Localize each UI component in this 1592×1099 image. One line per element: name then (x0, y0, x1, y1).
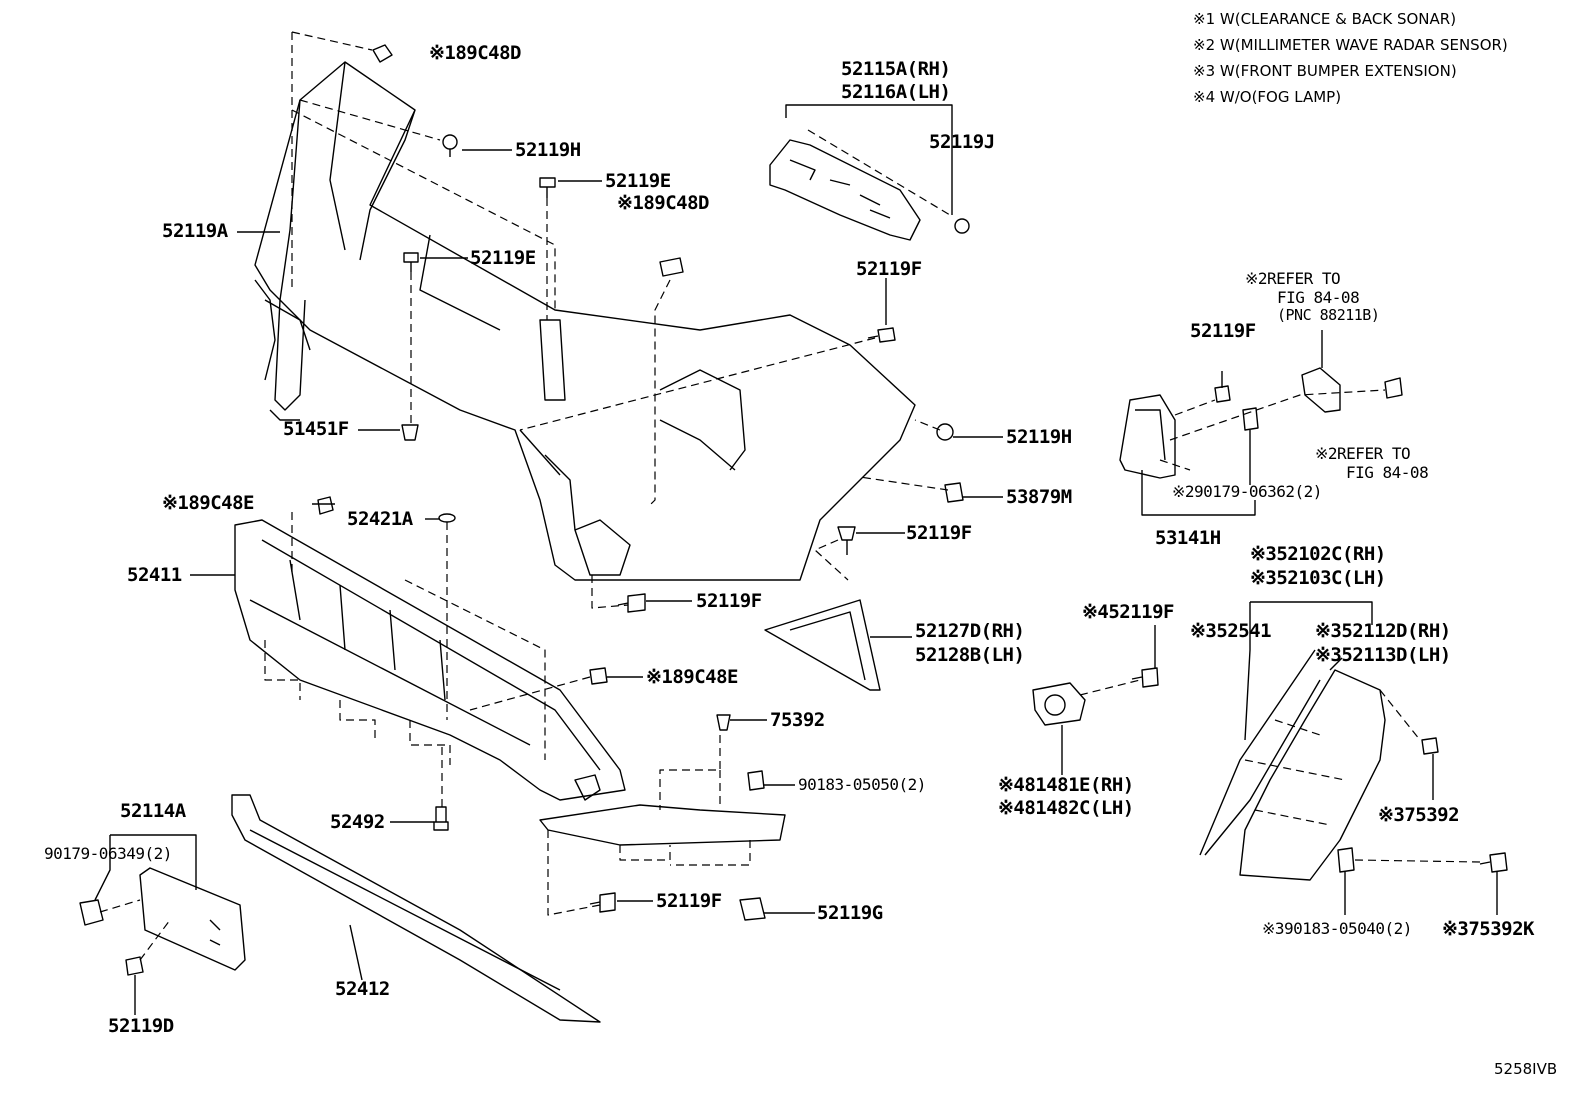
part-label-53141h[interactable]: 53141H (1155, 527, 1221, 549)
part-label-90179-06349[interactable]: 90179-06349(2) (44, 844, 172, 863)
part-label-51451f[interactable]: 51451F (283, 418, 349, 440)
part-label-89c48e-1[interactable]: ※189C48E (162, 492, 255, 514)
part-label-52119g[interactable]: 52119G (817, 902, 883, 924)
part-label-52103c[interactable]: ※352103C(LH) (1250, 567, 1386, 589)
part-label-89c48d-mid[interactable]: ※189C48D (617, 192, 710, 214)
grille-52411-shape (234, 519, 626, 801)
part-label-75392[interactable]: 75392 (770, 709, 825, 731)
part-label-52119f-6[interactable]: ※452119F (1082, 601, 1175, 623)
legend-note-4: ※4 W/O(FOG LAMP) (1193, 88, 1342, 106)
part-label-52127d[interactable]: 52127D(RH) (915, 620, 1025, 642)
phantom-lines (99, 31, 1481, 961)
leader-lines (94, 104, 1498, 1015)
part-label-52119a[interactable]: 52119A (162, 220, 228, 242)
refer-note-2-line-2[interactable]: FIG 84-08 (1346, 463, 1429, 482)
part-label-52119j[interactable]: 52119J (929, 131, 995, 153)
refer-note-1-line-3[interactable]: (PNC 88211B) (1277, 306, 1380, 324)
part-label-81482c[interactable]: ※481482C(LH) (998, 797, 1134, 819)
part-label-52119d[interactable]: 52119D (108, 1015, 174, 1037)
part-label-52541[interactable]: ※352541 (1190, 620, 1272, 642)
part-label-52119f-3[interactable]: 52119F (696, 590, 762, 612)
part-label-53879m[interactable]: 53879M (1006, 486, 1072, 508)
bracket-53141h-shape (1119, 394, 1176, 479)
lower-trim-shape (539, 804, 786, 846)
part-label-52119e-1[interactable]: 52119E (605, 170, 671, 192)
part-label-52112d[interactable]: ※352112D(RH) (1315, 620, 1451, 642)
part-label-90183-05040[interactable]: ※390183-05040(2) (1262, 919, 1412, 938)
part-label-90179-06362[interactable]: ※290179-06362(2) (1172, 482, 1322, 501)
part-label-90183-05050[interactable]: 90183-05050(2) (798, 775, 926, 794)
part-label-52115a[interactable]: 52115A(RH) (841, 58, 951, 80)
extension-52112d-shape (1199, 649, 1386, 881)
part-label-52113d[interactable]: ※352113D(LH) (1315, 644, 1451, 666)
part-label-52119f-2[interactable]: 52119F (906, 522, 972, 544)
part-label-52119f-5[interactable]: 52119F (1190, 320, 1256, 342)
part-label-52102c[interactable]: ※352102C(RH) (1250, 543, 1386, 565)
part-label-52119h-2[interactable]: 52119H (1006, 426, 1072, 448)
part-label-52116a[interactable]: 52116A(LH) (841, 81, 951, 103)
bracket-52114a-shape (139, 867, 246, 971)
fog-cover-81481e-shape (1032, 682, 1086, 726)
part-label-52128b[interactable]: 52128B(LH) (915, 644, 1025, 666)
part-label-75392-ext[interactable]: ※375392 (1378, 804, 1460, 826)
legend-note-3: ※3 W(FRONT BUMPER EXTENSION) (1193, 62, 1457, 80)
part-label-52119f-4[interactable]: 52119F (656, 890, 722, 912)
part-label-52492[interactable]: 52492 (330, 811, 385, 833)
bumper-cover-52119a-shape (254, 61, 916, 581)
refer-note-1-line-1[interactable]: ※2REFER TO (1245, 269, 1341, 288)
part-label-52119e-2[interactable]: 52119E (470, 247, 536, 269)
part-label-89c48e-2[interactable]: ※189C48E (646, 666, 739, 688)
refer-note-2-line-1[interactable]: ※2REFER TO (1315, 444, 1411, 463)
part-label-52421a[interactable]: 52421A (347, 508, 413, 530)
refer-note-1-line-2[interactable]: FIG 84-08 (1277, 288, 1360, 307)
part-label-52411[interactable]: 52411 (127, 564, 182, 586)
part-label-89c48d-top[interactable]: ※189C48D (429, 42, 522, 64)
part-label-52114a[interactable]: 52114A (120, 800, 186, 822)
bracket-52115a-shape (769, 139, 921, 241)
part-label-81481e[interactable]: ※481481E(RH) (998, 774, 1134, 796)
part-label-75392k[interactable]: ※375392K (1442, 918, 1535, 940)
trim-52127d-shape (764, 599, 881, 691)
figure-id: 5258IVB (1494, 1060, 1558, 1078)
sensor-88211b-shape (1301, 340, 1341, 413)
part-label-52119h-top[interactable]: 52119H (515, 139, 581, 161)
lower-cover-52412-shape (231, 794, 601, 1023)
legend-note-2: ※2 W(MILLIMETER WAVE RADAR SENSOR) (1193, 36, 1508, 54)
fastener-shapes (79, 44, 1508, 976)
part-label-52412[interactable]: 52412 (335, 978, 390, 1000)
part-label-52119f-1[interactable]: 52119F (856, 258, 922, 280)
legend-note-1: ※1 W(CLEARANCE & BACK SONAR) (1193, 10, 1457, 28)
